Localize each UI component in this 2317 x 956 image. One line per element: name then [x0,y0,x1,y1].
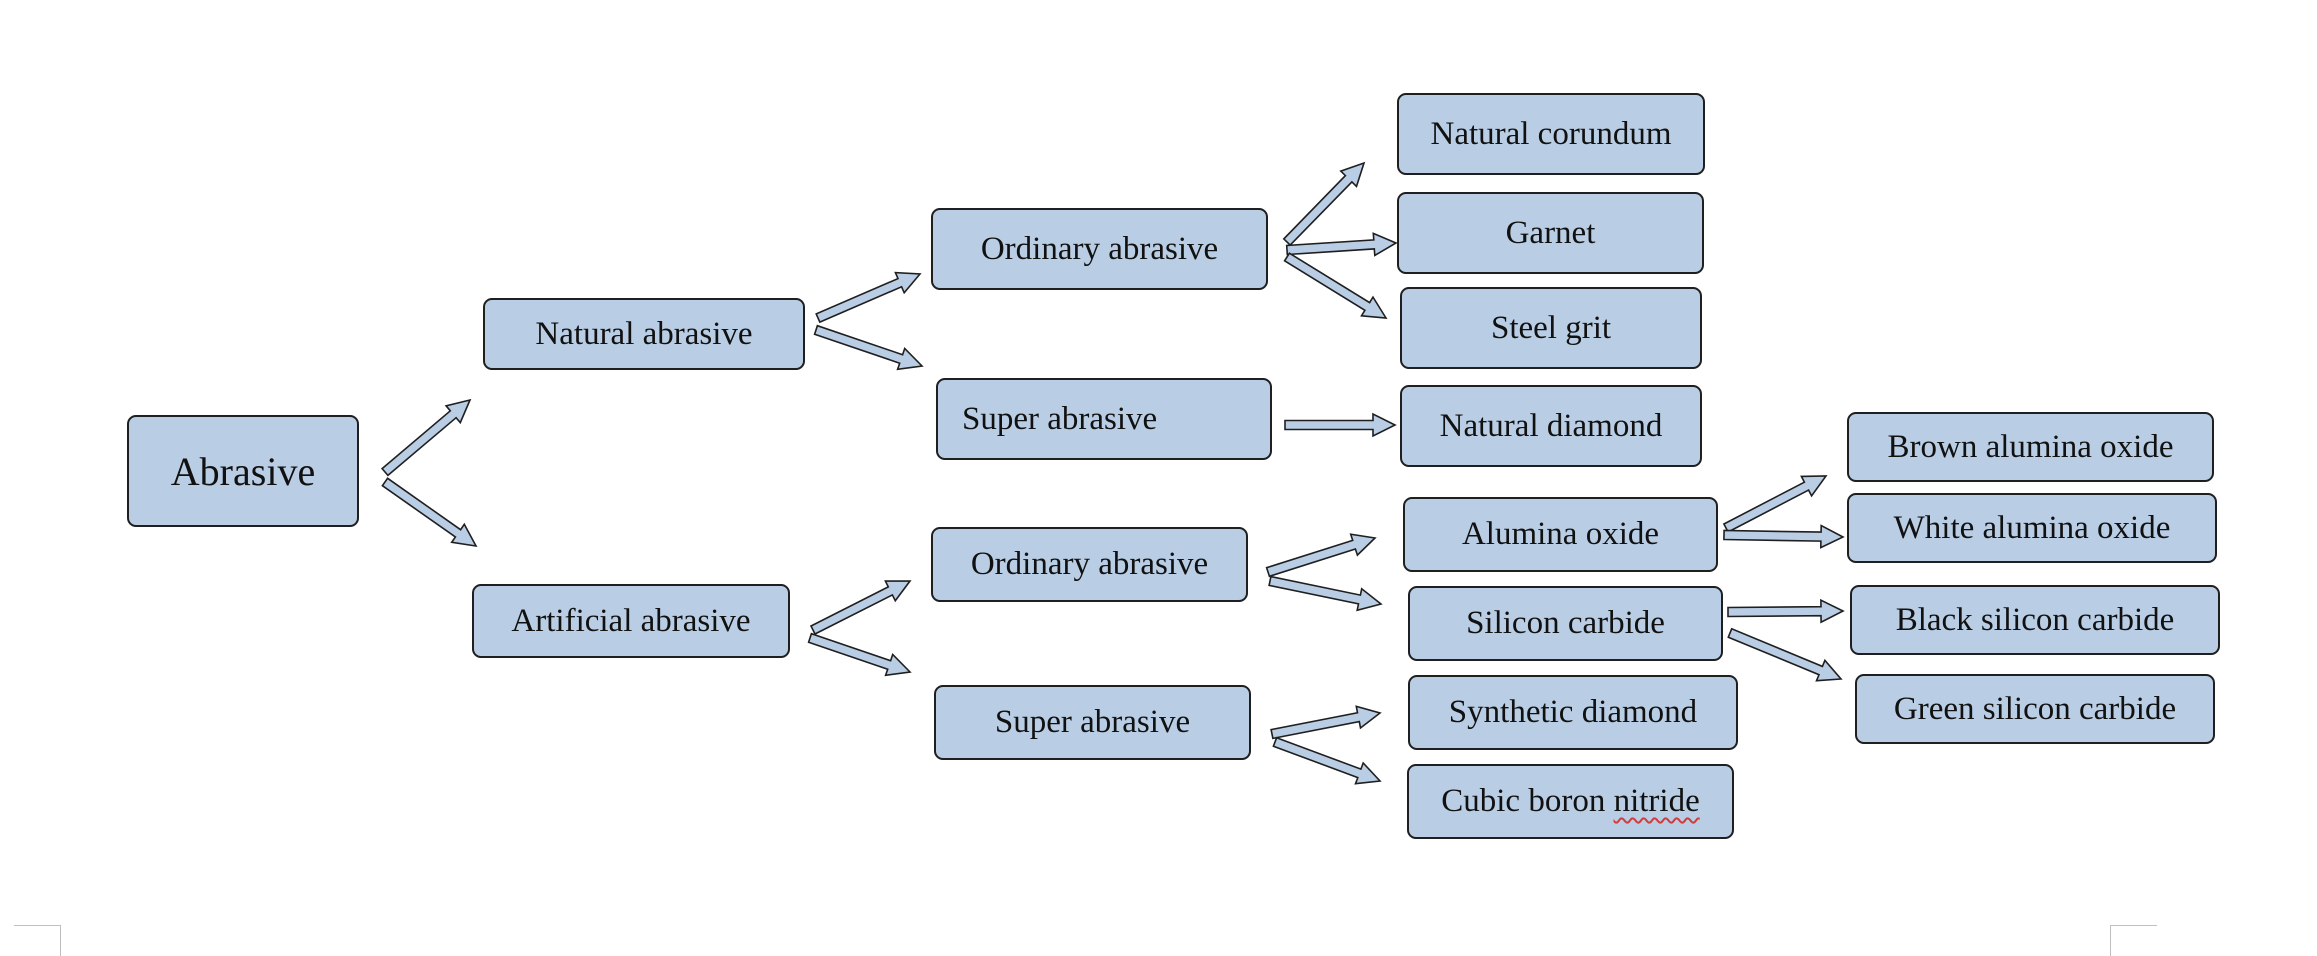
node-brown-alumina-oxide[interactable]: Brown alumina oxide [1847,412,2214,482]
block-arrow-icon [1268,575,1383,612]
node-garnet[interactable]: Garnet [1397,192,1704,274]
node-synthetic-diamond[interactable]: Synthetic diamond [1408,675,1738,750]
block-arrow-icon [1265,533,1377,578]
block-arrow-icon [815,271,922,324]
block-arrow-icon [1727,598,1845,624]
node-cubic-boron-nitride[interactable]: Cubic boron nitride [1407,764,1734,839]
node-silicon-carbide[interactable]: Silicon carbide [1408,586,1723,661]
block-arrow-icon [1272,736,1382,785]
node-natural-diamond[interactable]: Natural diamond [1400,385,1702,467]
node-natural-ordinary-abrasive[interactable]: Ordinary abrasive [931,208,1268,290]
node-artificial-super-abrasive[interactable]: Super abrasive [934,685,1251,760]
spellcheck-flagged-word: nitride [1613,783,1700,819]
block-arrow-icon [809,580,912,636]
node-alumina-oxide[interactable]: Alumina oxide [1403,497,1718,572]
node-black-silicon-carbide[interactable]: Black silicon carbide [1850,585,2220,655]
cubic-boron-text: Cubic boron [1441,783,1614,819]
block-arrow-icon [1270,705,1382,740]
block-arrow-icon [807,632,912,677]
node-abrasive[interactable]: Abrasive [127,415,359,527]
block-arrow-icon [1727,627,1843,682]
node-green-silicon-carbide[interactable]: Green silicon carbide [1855,674,2215,744]
block-arrow-icon [1722,475,1828,534]
page-corner-mark-left [14,925,61,956]
block-arrow-icon [1285,232,1398,257]
block-arrow-icon [1723,524,1845,549]
node-white-alumina-oxide[interactable]: White alumina oxide [1847,493,2217,563]
node-natural-corundum[interactable]: Natural corundum [1397,93,1705,175]
node-natural-abrasive[interactable]: Natural abrasive [483,298,805,370]
block-arrow-icon [1283,252,1388,319]
block-arrow-icon [381,477,478,548]
node-steel-grit[interactable]: Steel grit [1400,287,1702,369]
block-arrow-icon [813,324,924,371]
page-corner-mark-right [2110,925,2157,956]
node-artificial-abrasive[interactable]: Artificial abrasive [472,584,790,658]
block-arrow-icon [1282,161,1366,247]
node-artificial-ordinary-abrasive[interactable]: Ordinary abrasive [931,527,1248,602]
node-natural-super-abrasive[interactable]: Super abrasive [936,378,1272,460]
block-arrow-icon [1284,412,1397,438]
block-arrow-icon [380,398,472,477]
